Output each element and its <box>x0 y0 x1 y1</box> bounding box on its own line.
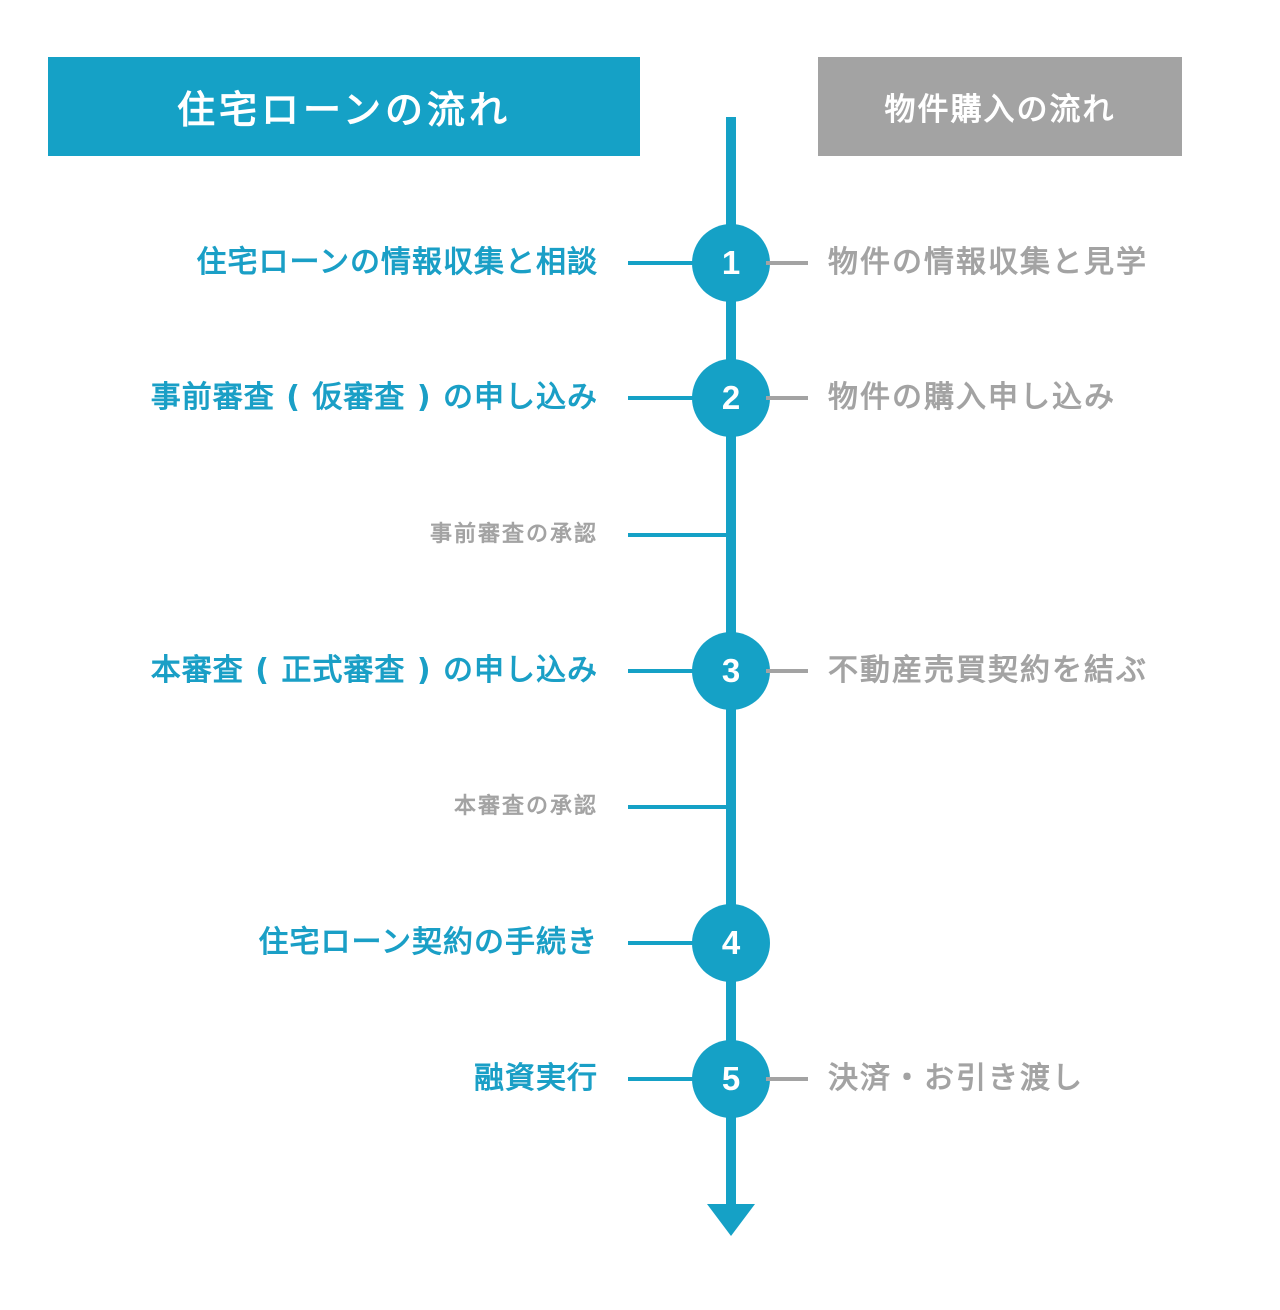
step-number-badge: 4 <box>692 904 770 982</box>
sub-step-connector <box>628 805 728 809</box>
property-connector <box>766 261 808 265</box>
loan-flow-header: 住宅ローンの流れ <box>48 57 640 156</box>
timeline-arrow-down-icon <box>707 1204 755 1236</box>
property-connector <box>766 1077 808 1081</box>
loan-connector <box>628 261 696 265</box>
sub-step-label: 事前審査の承認 <box>429 522 598 547</box>
loan-step-label: 本審査 ( 正式審査 ) の申し込み <box>150 653 598 688</box>
step-number-badge: 1 <box>692 224 770 302</box>
loan-step-label: 住宅ローン契約の手続き <box>258 925 598 960</box>
loan-connector <box>628 1077 696 1081</box>
sub-step-label: 本審査の承認 <box>453 794 598 819</box>
property-connector <box>766 669 808 673</box>
step-number-badge: 2 <box>692 359 770 437</box>
step-number-badge: 3 <box>692 632 770 710</box>
sub-step-connector <box>628 533 728 537</box>
property-connector <box>766 396 808 400</box>
loan-step-label: 事前審査 ( 仮審査 ) の申し込み <box>150 380 598 415</box>
property-step-label: 物件の情報収集と見学 <box>828 245 1148 280</box>
loan-flow-title: 住宅ローンの流れ <box>176 88 512 132</box>
property-flow-header: 物件購入の流れ <box>818 57 1182 156</box>
loan-connector <box>628 396 696 400</box>
step-number-badge: 5 <box>692 1040 770 1118</box>
property-flow-title: 物件購入の流れ <box>884 92 1116 128</box>
property-step-label: 物件の購入申し込み <box>828 380 1116 415</box>
loan-step-label: 住宅ローンの情報収集と相談 <box>196 245 598 280</box>
loan-step-label: 融資実行 <box>474 1061 598 1096</box>
loan-connector <box>628 669 696 673</box>
property-step-label: 不動産売買契約を結ぶ <box>828 653 1148 688</box>
loan-connector <box>628 941 696 945</box>
property-step-label: 決済・お引き渡し <box>828 1061 1084 1096</box>
